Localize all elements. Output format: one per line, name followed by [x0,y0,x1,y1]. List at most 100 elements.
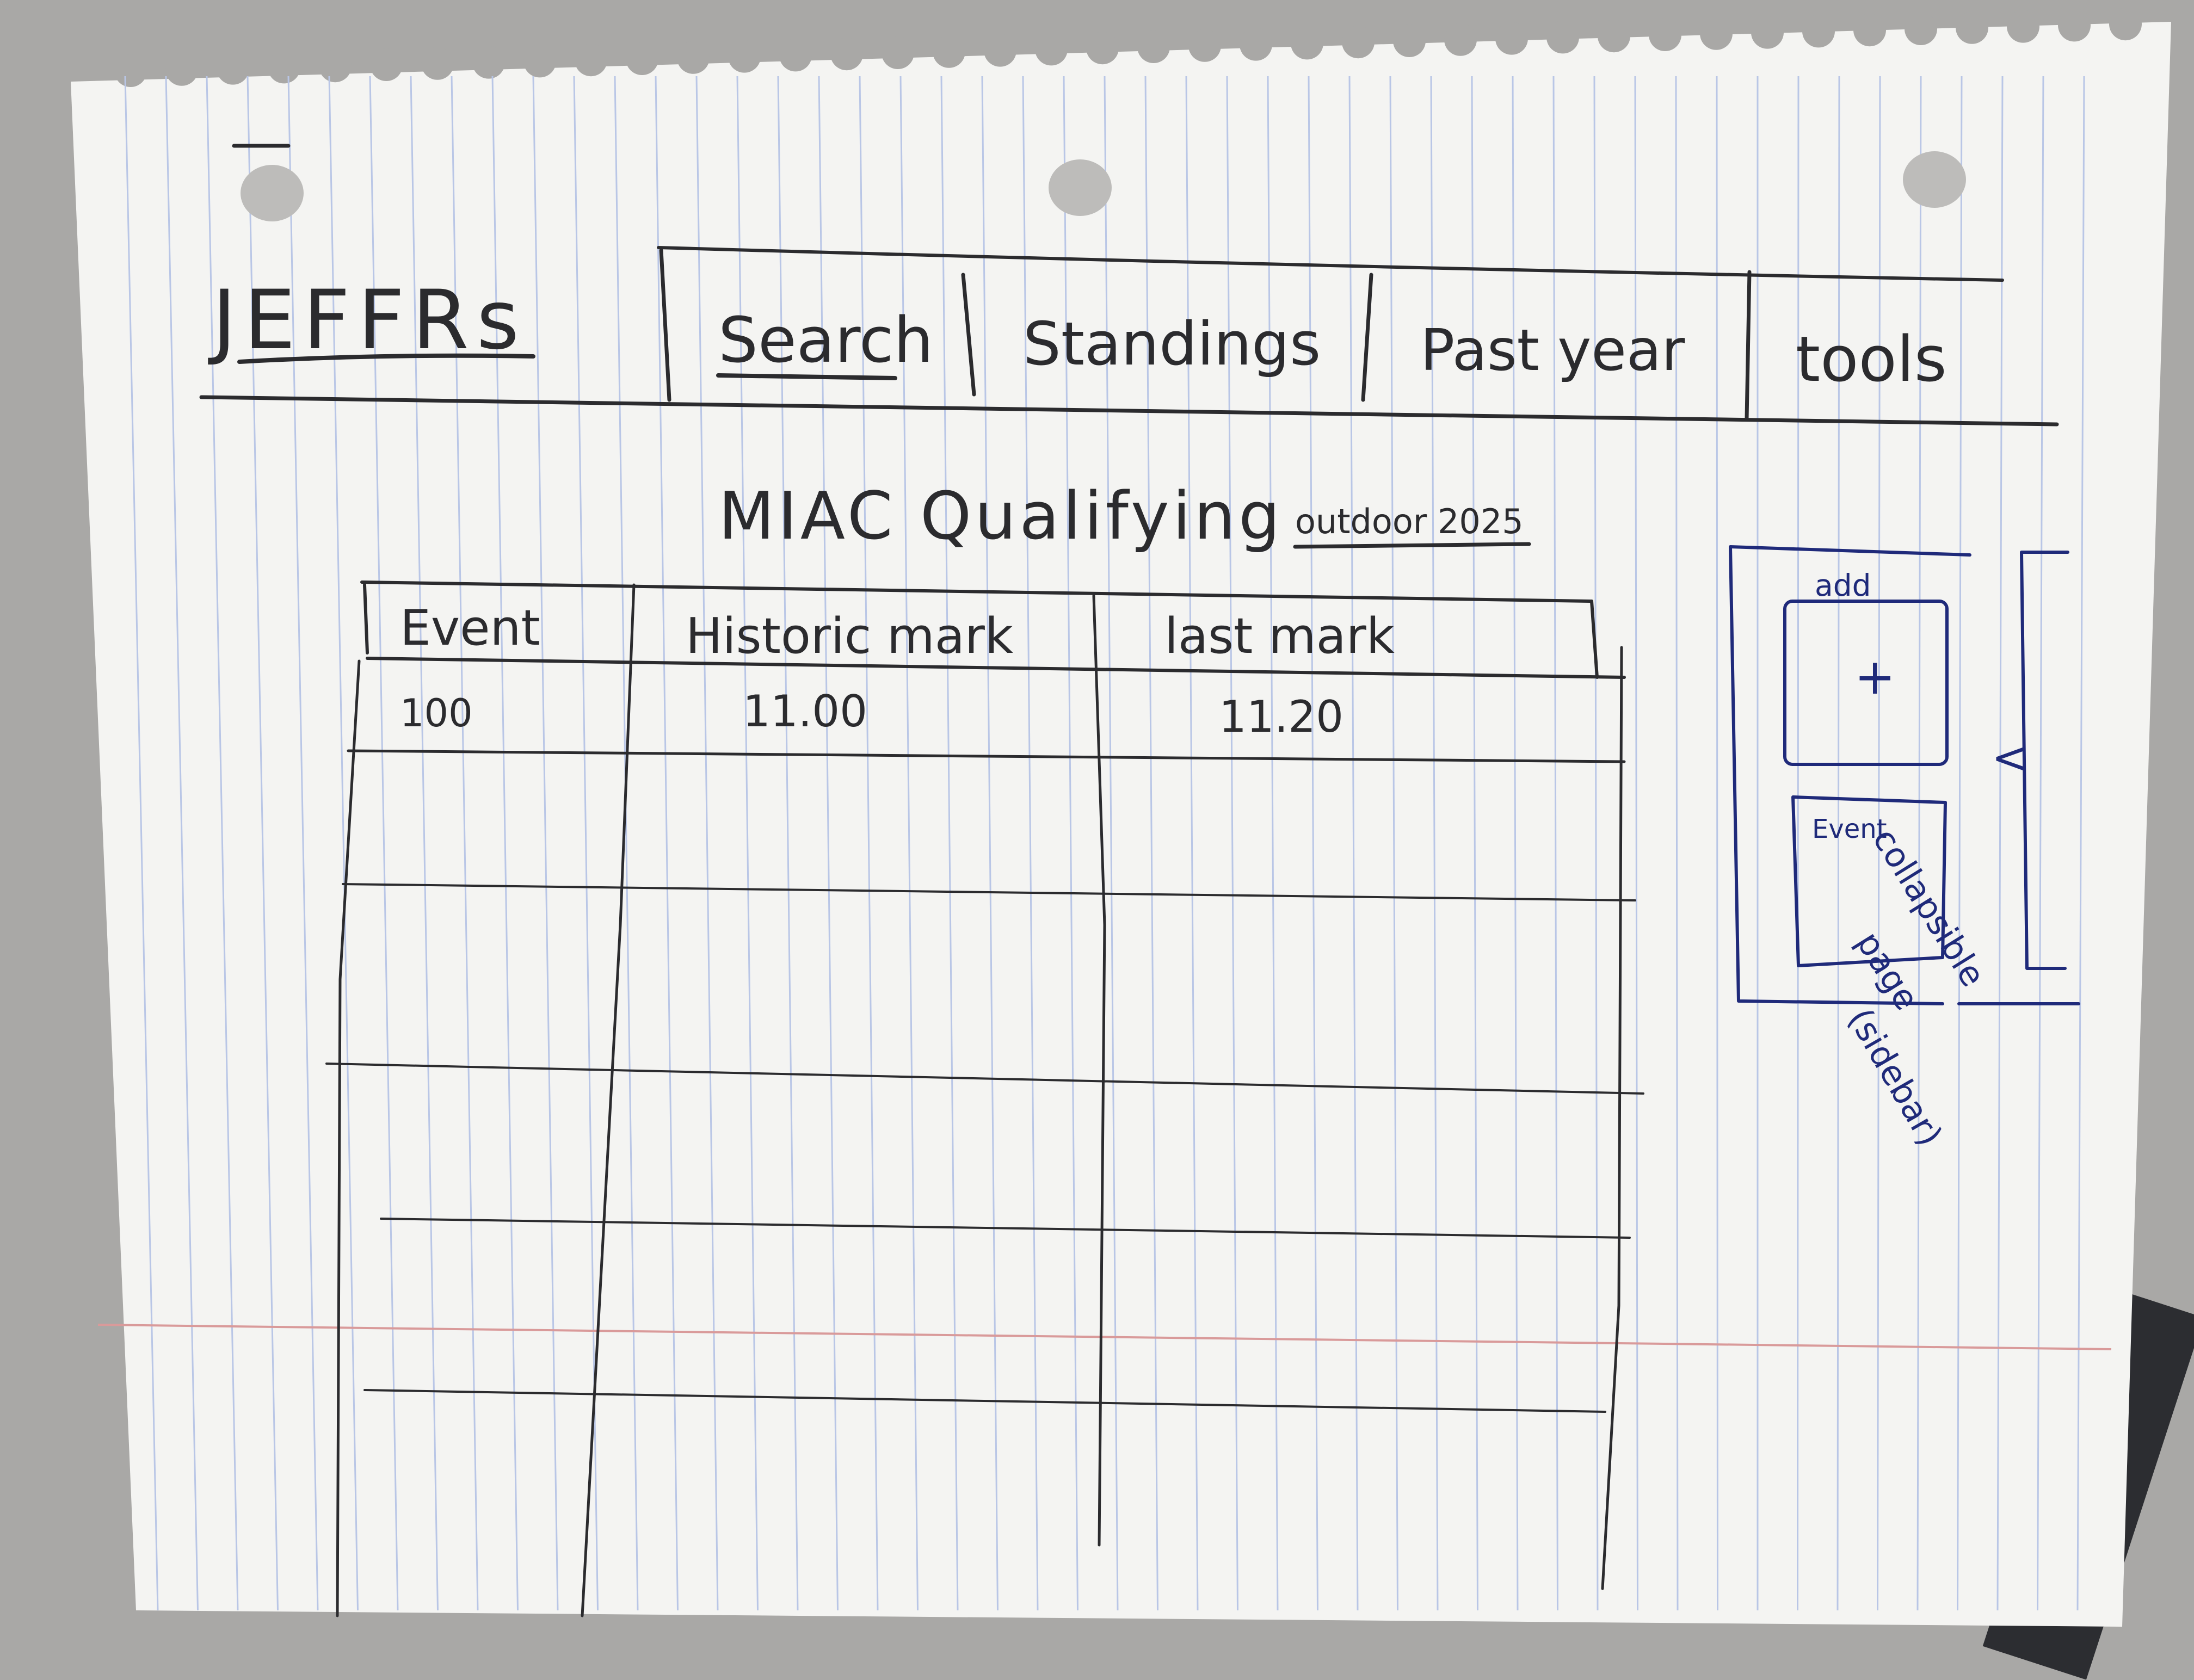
rule-line [1348,76,1359,1611]
table-right-side [1601,646,1623,1590]
add-button[interactable] [1783,600,1949,766]
rule-line [2037,76,2044,1611]
rule-line [1267,76,1279,1611]
tear-hole [1598,20,1630,53]
rule-line [777,76,799,1611]
tear-hole [1956,11,1988,44]
ruled-lines [124,76,2085,1611]
punch-hole [1049,159,1112,216]
page-title: MIAC Qualifying outdoor 2025 [718,479,1531,554]
rule-line [451,76,479,1611]
tear-hole [523,45,556,78]
tear-hole [2109,8,2142,41]
rule-line [1593,76,1599,1611]
sidebar-strip [1957,551,2080,1005]
tear-hole [1853,14,1886,47]
margin-line [97,1324,2112,1350]
paper [71,22,2171,1627]
rule-line [491,76,519,1611]
tear-hole [1751,16,1784,49]
nav-divider [1745,270,1752,421]
rule-line [246,76,279,1611]
punch-hole [1903,151,1966,208]
rule-line [1144,76,1158,1611]
tear-hole [268,51,300,84]
rule-line [1996,76,2004,1611]
spiral-tear-edge [114,8,2142,87]
event-card[interactable] [1791,795,1947,967]
rule-line [2076,76,2085,1611]
tear-hole [472,46,505,79]
notebook-sheet: JEFFRs Search Standings Past year tools … [71,8,2171,1627]
col-header-event: Event [400,600,540,657]
rule-line [940,76,959,1611]
event-card-label: Event [1812,814,1887,844]
search-underline [716,373,897,380]
tear-hole [2058,9,2091,42]
nav-item-past-year[interactable]: Past year [1420,317,1685,384]
rule-line [1022,76,1039,1611]
rule-line [328,76,359,1611]
tear-hole [1086,32,1119,65]
nav-bar: JEFFRs Search Standings Past year tools [199,246,2059,427]
row-divider [342,883,1636,901]
rule-line [573,76,599,1611]
rule-line [655,76,679,1611]
tear-hole [319,50,352,83]
nav-item-search[interactable]: Search [718,304,933,377]
tear-hole [421,47,454,80]
tear-hole [1649,18,1681,51]
table-right-border [1590,600,1599,679]
tear-hole [114,54,147,87]
rule-line [1430,76,1439,1611]
collapse-icon[interactable]: < [1992,732,2028,783]
rule-line [1552,76,1558,1611]
rule-line [1104,76,1119,1611]
tear-hole [1342,26,1375,59]
rule-line [369,76,399,1611]
row-divider [380,1218,1631,1239]
qualifying-table: Event Historic mark last mark 100 11.00 … [325,580,1644,1617]
rule-line [1957,76,1963,1611]
rule-line [859,76,879,1611]
tear-hole [1035,33,1068,66]
rule-line [736,76,759,1611]
tear-hole [728,40,761,73]
cell-last-mark: 11.20 [1219,691,1343,742]
season-underline [1293,542,1531,549]
rule-line [981,76,999,1611]
col-header-last-mark: last mark [1164,608,1395,665]
logo[interactable]: JEFFRs [208,273,527,368]
col-header-historic-mark: Historic mark [686,608,1013,665]
add-label: add [1815,568,1871,603]
nav-item-tools[interactable]: tools [1796,323,1947,396]
tear-hole [1291,27,1323,60]
col-divider [1092,594,1106,1547]
row-divider [347,749,1626,763]
title-season: outdoor 2025 [1295,502,1524,541]
table-left-side [336,659,361,1617]
plus-icon: + [1854,648,1895,706]
rule-line [1836,76,1840,1611]
rule-line [1675,76,1679,1611]
tear-hole [370,48,403,81]
tear-hole [2007,10,2039,43]
header-bottom-border [366,657,1626,679]
rule-line [1471,76,1478,1611]
tear-hole [217,52,249,85]
nav-item-standings[interactable]: Standings [1023,309,1321,379]
row-divider [325,1063,1644,1095]
rule-line [124,76,159,1611]
cell-historic-mark: 11.00 [743,686,867,737]
title-main: MIAC Qualifying [718,479,1283,554]
punch-hole [241,165,304,221]
col-divider [581,583,636,1617]
tear-hole [165,53,198,86]
tear-hole [1444,23,1477,56]
logo-underline [237,353,535,364]
tear-hole [575,44,607,77]
rule-line [1185,76,1199,1611]
tear-hole [1495,22,1528,55]
sidebar-frame [1729,545,1971,1005]
rule-line [818,76,839,1611]
